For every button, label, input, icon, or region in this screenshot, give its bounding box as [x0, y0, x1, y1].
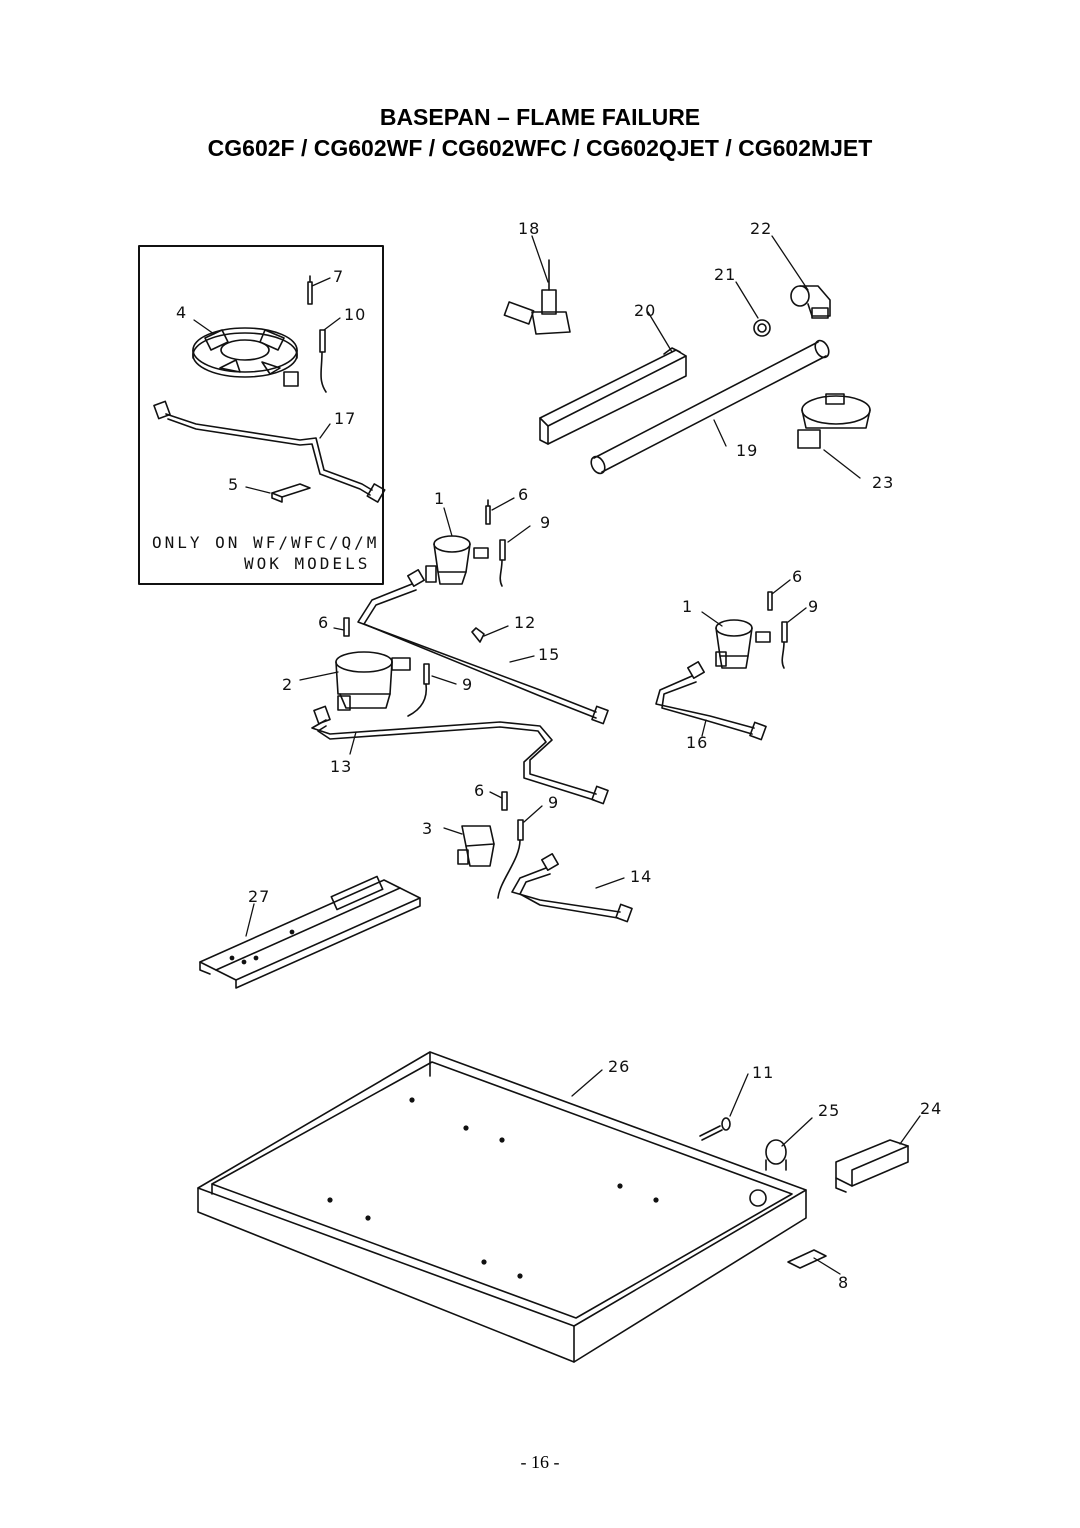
callout-19: 19	[736, 441, 758, 460]
callout-1-left: 1	[434, 489, 445, 508]
burner-part-1-left	[425, 535, 489, 585]
clip-part-12	[471, 627, 485, 643]
burner-part-3	[457, 825, 495, 867]
clip-part-5	[271, 483, 311, 503]
gas-pipe-part-16	[655, 661, 767, 741]
callout-26: 26	[608, 1057, 630, 1076]
inset-note-line-1: ONLY ON WF/WFC/Q/M	[152, 533, 379, 552]
callout-6-b: 6	[318, 613, 329, 632]
diagram-title: BASEPAN – FLAME FAILURE	[379, 104, 701, 130]
mounting-rail-part-20	[539, 347, 687, 445]
burner-part-2	[335, 651, 411, 711]
callout-8: 8	[838, 1273, 849, 1292]
basepan-part-26	[197, 1051, 807, 1363]
bracket-part-8	[787, 1249, 827, 1269]
wok-burner-part-4	[192, 327, 299, 387]
callout-2: 2	[282, 675, 293, 694]
gas-pipe-part-15	[357, 569, 609, 725]
callout-23: 23	[872, 473, 894, 492]
leader-lines	[193, 235, 921, 1275]
callout-numbers: 4 7 10 17 5 18 20 21 22 19 23 1 6 9 12 1…	[176, 219, 942, 1292]
electrode-part-9-d	[497, 819, 524, 899]
electrode-part-9-c	[781, 621, 788, 669]
thermocouple-part-6-b	[343, 617, 350, 637]
callout-11: 11	[752, 1063, 774, 1082]
inset-note-line-2: WOK MODELS	[244, 554, 370, 573]
callout-14: 14	[630, 867, 652, 886]
electrode-part-9-a	[499, 539, 506, 587]
gas-pipe-part-13	[311, 705, 609, 805]
model-list: CG602F / CG602WF / CG602WFC / CG602QJET …	[207, 135, 873, 161]
callout-13: 13	[330, 757, 352, 776]
thermocouple-part-6-c	[767, 591, 773, 611]
callout-6-a: 6	[518, 485, 529, 504]
callout-9-d: 9	[548, 793, 559, 812]
callout-27: 27	[248, 887, 270, 906]
callout-5: 5	[228, 475, 239, 494]
callout-1-right: 1	[682, 597, 693, 616]
callout-12: 12	[514, 613, 536, 632]
callout-10: 10	[344, 305, 366, 324]
wok-gas-pipe-part-17	[153, 400, 386, 503]
elbow-fitting-part-22	[790, 285, 831, 319]
bracket-part-27	[199, 875, 421, 989]
thermocouple-part-6-d	[501, 791, 508, 811]
thermocouple-part-7	[307, 275, 313, 305]
gas-regulator-part-23	[797, 393, 871, 449]
electrode-part-9-b	[407, 663, 430, 717]
callout-24: 24	[920, 1099, 942, 1118]
callout-16: 16	[686, 733, 708, 752]
thermocouple-part-6-a	[485, 499, 491, 525]
gas-pipe-part-14	[511, 853, 633, 923]
callout-6-d: 6	[474, 781, 485, 800]
washer-part-21	[753, 319, 771, 337]
ignition-module-part-24	[835, 1139, 909, 1193]
callout-3: 3	[422, 819, 433, 838]
page-number: - 16 -	[520, 1452, 560, 1472]
callout-22: 22	[750, 219, 772, 238]
callout-6-c: 6	[792, 567, 803, 586]
electrode-part-10	[319, 329, 327, 393]
inset-box	[138, 245, 384, 585]
cable-clamp-part-25	[765, 1139, 787, 1171]
callout-25: 25	[818, 1101, 840, 1120]
callout-20: 20	[634, 301, 656, 320]
gas-manifold-pipe-part-19	[590, 339, 830, 475]
callout-4: 4	[176, 303, 187, 322]
gas-valve-part-18	[503, 259, 571, 335]
callout-18: 18	[518, 219, 540, 238]
callout-9-a: 9	[540, 513, 551, 532]
callout-21: 21	[714, 265, 736, 284]
callout-7: 7	[333, 267, 344, 286]
callout-17: 17	[334, 409, 356, 428]
burner-part-1-right	[715, 619, 771, 669]
callout-15: 15	[538, 645, 560, 664]
callout-9-b: 9	[462, 675, 473, 694]
callout-9-c: 9	[808, 597, 819, 616]
screw-part-11	[699, 1117, 731, 1141]
